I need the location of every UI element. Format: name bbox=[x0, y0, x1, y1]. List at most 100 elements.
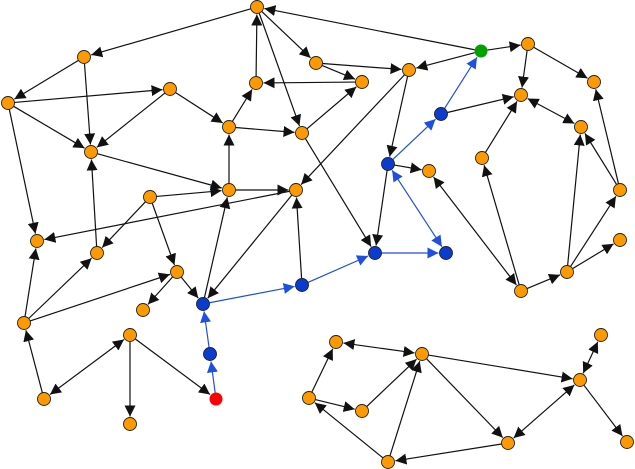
edge-n13-n7 bbox=[306, 86, 357, 130]
edge-n26-n27 bbox=[180, 276, 199, 299]
edge-n5-n19 bbox=[386, 76, 409, 157]
edge-n32-n25 bbox=[28, 257, 93, 319]
edge-n44-n48 bbox=[426, 358, 504, 439]
edge-n44-n45 bbox=[428, 354, 573, 383]
edge-n28-n23 bbox=[291, 197, 303, 279]
edge-n3-n16 bbox=[518, 50, 529, 88]
node-n44 bbox=[415, 347, 429, 361]
node-n12 bbox=[222, 120, 236, 134]
edge-n23-n24 bbox=[44, 190, 290, 243]
node-n46 bbox=[302, 391, 316, 405]
node-n31 bbox=[136, 303, 150, 317]
edge-n1-n13 bbox=[258, 12, 301, 127]
node-n16 bbox=[514, 88, 528, 102]
edge-n27-n28 bbox=[209, 283, 295, 304]
node-n30-path bbox=[439, 246, 453, 260]
edges-layer bbox=[8, 5, 623, 465]
node-n45 bbox=[573, 373, 587, 387]
edge-n2-n5 bbox=[416, 52, 475, 71]
node-n26 bbox=[170, 265, 184, 279]
edge-n45-n42 bbox=[582, 341, 599, 374]
node-n18 bbox=[475, 151, 489, 165]
edge-n9-n10 bbox=[14, 59, 79, 100]
node-n22 bbox=[222, 183, 236, 197]
node-n21 bbox=[143, 190, 157, 204]
edge-n43-n44 bbox=[343, 339, 415, 357]
node-n39 bbox=[560, 265, 574, 279]
node-n7 bbox=[355, 75, 369, 89]
edge-n3-n4 bbox=[533, 46, 588, 79]
node-n28-path bbox=[295, 278, 309, 292]
edge-n26-n31 bbox=[147, 276, 174, 305]
edge-n23-n27 bbox=[207, 194, 293, 299]
edge-n15-n2 bbox=[443, 57, 478, 109]
edge-n10-n11 bbox=[14, 85, 163, 104]
edge-n49-n44 bbox=[389, 360, 422, 456]
node-n2-goal bbox=[474, 44, 488, 58]
edge-n40-n4 bbox=[592, 89, 620, 184]
edge-n14-n22 bbox=[97, 153, 222, 191]
edge-n15-n16 bbox=[447, 93, 514, 114]
edge-n5-n23 bbox=[300, 74, 405, 185]
edge-n47-n44 bbox=[366, 358, 417, 407]
edge-n10-n24 bbox=[8, 109, 39, 234]
node-n3 bbox=[521, 37, 535, 51]
edge-n39-n41 bbox=[572, 243, 614, 270]
node-n9 bbox=[77, 50, 91, 64]
edge-n9-n14 bbox=[83, 63, 96, 145]
edge-n19-n30 bbox=[391, 169, 443, 248]
edge-n27-n22 bbox=[203, 197, 231, 298]
edge-n11-n12 bbox=[175, 92, 224, 124]
edge-n39-n17 bbox=[567, 134, 585, 266]
node-n11 bbox=[163, 82, 177, 96]
edge-n21-n22 bbox=[156, 186, 222, 198]
edge-n19-n20 bbox=[394, 162, 422, 174]
edge-n40-n17 bbox=[584, 133, 618, 185]
edge-n38-n39 bbox=[526, 273, 561, 290]
node-n14 bbox=[84, 145, 98, 159]
node-n35-start bbox=[209, 392, 223, 406]
edge-n1-n9 bbox=[91, 8, 251, 58]
node-n27-path bbox=[196, 297, 210, 311]
edge-n11-n14 bbox=[96, 92, 166, 148]
edge-n46-n43 bbox=[311, 348, 334, 393]
node-n32 bbox=[17, 316, 31, 330]
node-n23 bbox=[289, 183, 303, 197]
node-n15-path bbox=[434, 107, 448, 121]
node-n13 bbox=[295, 126, 309, 140]
node-n36 bbox=[37, 392, 51, 406]
edge-n12-n8 bbox=[231, 89, 253, 122]
node-n20 bbox=[422, 164, 436, 178]
edge-n2-n1 bbox=[264, 5, 475, 51]
node-n25 bbox=[90, 246, 104, 260]
edge-n21-n25 bbox=[101, 201, 146, 248]
edge-n12-n13 bbox=[235, 126, 295, 137]
edge-n28-n29 bbox=[307, 255, 369, 283]
node-n48 bbox=[501, 436, 515, 450]
edge-n48-n49 bbox=[395, 443, 502, 465]
node-n47 bbox=[355, 404, 369, 418]
edge-n39-n40 bbox=[570, 195, 617, 267]
node-n49 bbox=[381, 455, 395, 469]
edge-n46-n47 bbox=[315, 398, 355, 412]
edge-n33-n35 bbox=[134, 338, 211, 396]
edge-n19-n29 bbox=[372, 170, 388, 246]
edge-n21-n26 bbox=[151, 202, 176, 266]
edge-n13-n29 bbox=[304, 138, 372, 247]
edge-n6-n7 bbox=[321, 64, 356, 81]
edge-n45-n48 bbox=[513, 384, 575, 439]
edge-n10-n14 bbox=[13, 105, 85, 149]
node-n38 bbox=[514, 284, 528, 298]
node-n41 bbox=[613, 233, 627, 247]
edge-n25-n14 bbox=[86, 159, 98, 247]
node-n40 bbox=[613, 183, 627, 197]
edge-n36-n32 bbox=[23, 330, 43, 393]
node-n29-path bbox=[368, 246, 382, 260]
node-n50 bbox=[620, 435, 634, 449]
edge-n45-n50 bbox=[583, 384, 623, 437]
edge-n33-n36 bbox=[49, 338, 125, 396]
edge-n35-n34 bbox=[206, 361, 218, 393]
edge-n16-n17 bbox=[527, 97, 575, 125]
